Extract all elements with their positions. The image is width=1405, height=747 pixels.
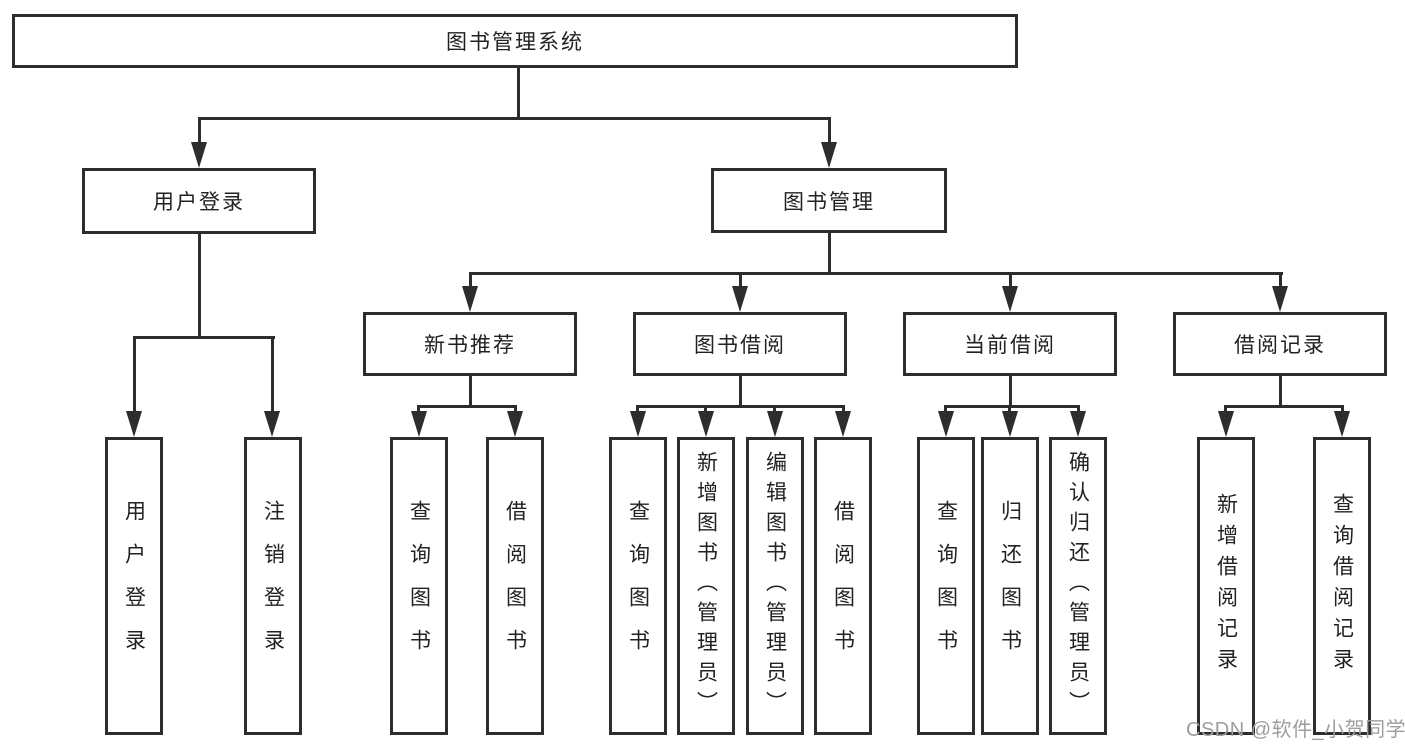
- connector-line: [469, 376, 472, 405]
- node-book-borrowing: 图书借阅: [633, 312, 847, 376]
- arrowhead-down-icon: [767, 411, 783, 437]
- arrowhead-down-icon: [462, 286, 478, 312]
- connector-line: [417, 405, 517, 408]
- node-user-login-label: 用户登录: [153, 191, 245, 214]
- leaf-current-query-books-label: 查询图书: [934, 500, 958, 672]
- node-root-library-system: 图书管理系统: [12, 14, 1018, 68]
- leaf-records-add-record-label: 新增借阅记录: [1214, 493, 1238, 679]
- arrowhead-down-icon: [938, 411, 954, 437]
- arrowhead-down-icon: [835, 411, 851, 437]
- leaf-user-login-label: 用户登录: [122, 500, 146, 672]
- connector-line: [469, 272, 472, 290]
- node-borrow-records-label: 借阅记录: [1234, 334, 1326, 357]
- connector-line: [198, 117, 831, 120]
- leaf-current-return-books-label: 归还图书: [998, 500, 1022, 672]
- leaf-current-confirm-return-admin-label: 确认归还（管理员）: [1066, 451, 1090, 721]
- leaf-records-add-record: 新增借阅记录: [1197, 437, 1255, 735]
- arrowhead-down-icon: [1002, 286, 1018, 312]
- arrowhead-down-icon: [191, 142, 207, 168]
- node-root-label: 图书管理系统: [446, 31, 584, 54]
- arrowhead-down-icon: [1218, 411, 1234, 437]
- connector-line: [514, 405, 517, 415]
- arrowhead-down-icon: [126, 411, 142, 437]
- connector-line: [133, 336, 136, 414]
- node-current-borrowing: 当前借阅: [903, 312, 1117, 376]
- connector-line: [417, 405, 420, 415]
- leaf-borrowing-borrow-books: 借阅图书: [814, 437, 872, 735]
- connector-line: [198, 234, 201, 336]
- connector-line: [1224, 405, 1227, 415]
- connector-line: [636, 405, 639, 415]
- node-book-management-label: 图书管理: [783, 190, 875, 214]
- leaf-borrowing-edit-books-admin-label: 编辑图书（管理员）: [763, 451, 787, 721]
- connector-line: [944, 405, 947, 415]
- leaf-recommend-query-books-label: 查询图书: [407, 500, 431, 672]
- connector-line: [1341, 405, 1344, 415]
- node-book-management: 图书管理: [711, 168, 947, 233]
- connector-line: [1279, 272, 1282, 290]
- connector-line: [1009, 272, 1012, 290]
- arrowhead-down-icon: [630, 411, 646, 437]
- connector-line: [1279, 376, 1282, 405]
- csdn-watermark: CSDN @软件_小贺同学: [1186, 719, 1405, 741]
- leaf-borrowing-query-books: 查询图书: [609, 437, 667, 735]
- leaf-borrowing-add-books-admin: 新增图书（管理员）: [677, 437, 735, 735]
- connector-line: [198, 117, 201, 147]
- arrowhead-down-icon: [1070, 411, 1086, 437]
- leaf-recommend-query-books: 查询图书: [390, 437, 448, 735]
- connector-line: [828, 233, 831, 272]
- connector-line: [1009, 376, 1012, 405]
- connector-line: [133, 336, 275, 339]
- connector-line: [828, 117, 831, 147]
- connector-line: [517, 68, 520, 117]
- leaf-borrowing-add-books-admin-label: 新增图书（管理员）: [694, 451, 718, 721]
- leaf-logout: 注销登录: [244, 437, 302, 735]
- node-new-book-recommend: 新书推荐: [363, 312, 577, 376]
- arrowhead-down-icon: [821, 142, 837, 168]
- leaf-user-login: 用户登录: [105, 437, 163, 735]
- connector-line: [944, 405, 1080, 408]
- node-book-borrowing-label: 图书借阅: [694, 334, 786, 357]
- connector-line: [271, 336, 274, 414]
- connector-line: [773, 405, 776, 415]
- connector-line: [739, 376, 742, 405]
- leaf-borrowing-edit-books-admin: 编辑图书（管理员）: [746, 437, 804, 735]
- node-user-login: 用户登录: [82, 168, 316, 234]
- arrowhead-down-icon: [698, 411, 714, 437]
- leaf-current-confirm-return-admin: 确认归还（管理员）: [1049, 437, 1107, 735]
- arrowhead-down-icon: [1272, 286, 1288, 312]
- leaf-recommend-borrow-books-label: 借阅图书: [503, 500, 527, 672]
- connector-line: [739, 272, 742, 290]
- node-current-borrowing-label: 当前借阅: [964, 334, 1056, 357]
- connector-line: [704, 405, 707, 415]
- leaf-current-return-books: 归还图书: [981, 437, 1039, 735]
- arrowhead-down-icon: [732, 286, 748, 312]
- leaf-current-query-books: 查询图书: [917, 437, 975, 735]
- leaf-borrowing-borrow-books-label: 借阅图书: [831, 500, 855, 672]
- arrowhead-down-icon: [411, 411, 427, 437]
- leaf-records-query-record: 查询借阅记录: [1313, 437, 1371, 735]
- connector-line: [469, 272, 1283, 275]
- connector-line: [1077, 405, 1080, 415]
- node-new-book-recommend-label: 新书推荐: [424, 334, 516, 357]
- arrowhead-down-icon: [264, 411, 280, 437]
- arrowhead-down-icon: [507, 411, 523, 437]
- node-borrow-records: 借阅记录: [1173, 312, 1387, 376]
- connector-line: [1224, 405, 1344, 408]
- arrowhead-down-icon: [1334, 411, 1350, 437]
- connector-line: [842, 405, 845, 415]
- leaf-logout-label: 注销登录: [261, 500, 285, 672]
- leaf-borrowing-query-books-label: 查询图书: [626, 500, 650, 672]
- leaf-recommend-borrow-books: 借阅图书: [486, 437, 544, 735]
- leaf-records-query-record-label: 查询借阅记录: [1330, 493, 1354, 679]
- connector-line: [636, 405, 845, 408]
- arrowhead-down-icon: [1002, 411, 1018, 437]
- connector-line: [1008, 405, 1011, 415]
